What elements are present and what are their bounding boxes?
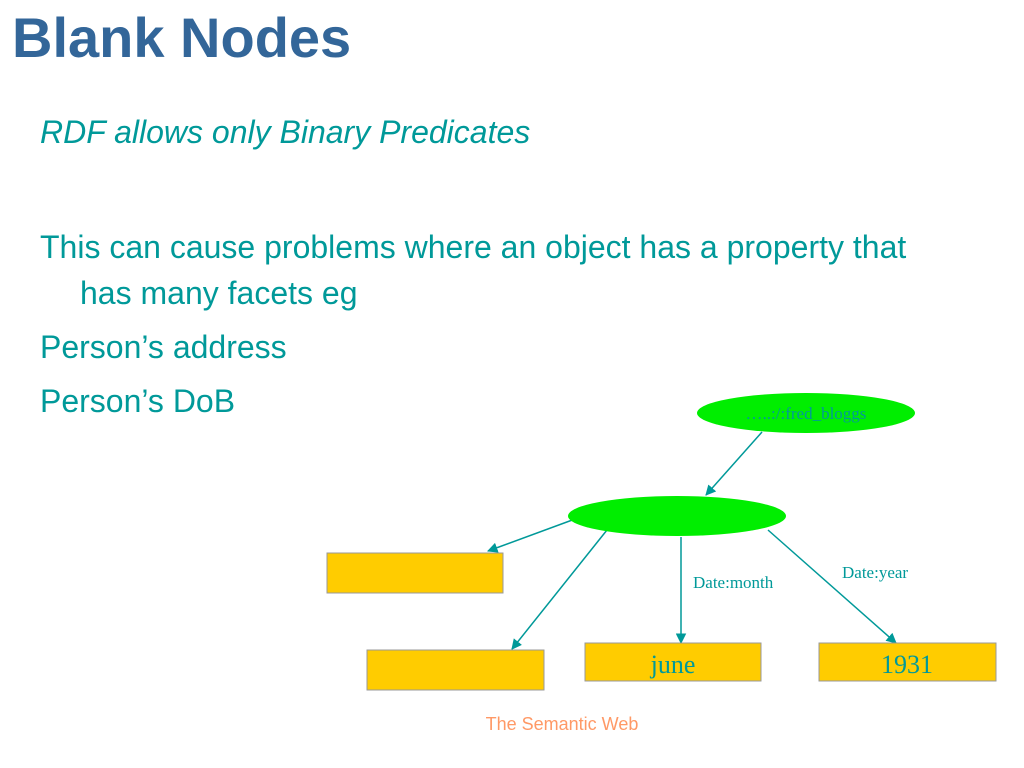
slide-footer: The Semantic Web [0,714,1024,735]
bullet-item-address: Person’s address [40,329,287,365]
node-box-june-label: june [650,650,696,679]
node-box-june [584,642,762,682]
bullet-list: This can cause problems where an object … [40,224,940,432]
edge-blank-to-1931 [767,529,897,644]
bullet-item-problem: This can cause problems where an object … [40,229,907,311]
slide-subtitle: RDF allows only Binary Predicates [40,114,531,150]
footer-text: The Semantic Web [485,714,639,734]
node-box-1931 [818,642,997,682]
node-box-left-lower [366,649,545,691]
edge-blank-to-left-upper [487,518,576,553]
slide-title: Blank Nodes [12,6,352,69]
node-subject-label: …..:/:fred_bloggs [746,404,867,423]
edge-blank-to-left-lower [511,529,608,650]
edge-label-year: Date:year [842,563,908,582]
node-subject [697,393,915,433]
edge-subject-to-blank [705,431,763,496]
node-blank [568,496,786,536]
bullet-item-dob: Person’s DoB [40,383,236,419]
edge-label-month: Date:month [693,573,774,592]
node-box-1931-label: 1931 [881,650,933,679]
node-box-left-upper [326,552,504,594]
